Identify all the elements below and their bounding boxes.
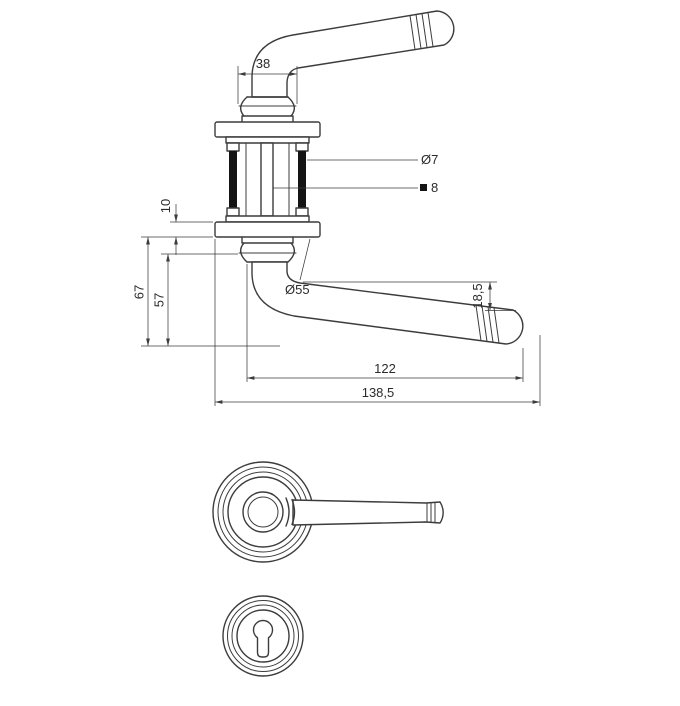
spindle xyxy=(260,142,274,217)
front-lever-collar xyxy=(285,497,296,527)
bottom-rose-plate xyxy=(214,221,321,238)
left-screw-bottom-cap xyxy=(226,207,240,217)
dimension-annotations: 38 Ø7 8 10 67 57 Ø55 xyxy=(132,56,541,406)
collar-bulge-left xyxy=(239,96,248,117)
left-screw-shaft xyxy=(229,151,237,208)
profile-cylinder-keyhole xyxy=(252,619,274,658)
dim-label-total-length: 138,5 xyxy=(362,385,395,400)
front-lever xyxy=(292,499,444,526)
dim-label-grip-length: 122 xyxy=(374,361,396,376)
square-section-symbol xyxy=(420,184,427,191)
top-rose-plate xyxy=(214,121,321,138)
dim-label-spindle-square: 8 xyxy=(431,180,438,195)
dim-label-rose-diameter: Ø55 xyxy=(285,282,310,297)
ext-line-neck-width xyxy=(237,66,298,104)
collar-bulge-right xyxy=(287,96,296,117)
escutcheon-view xyxy=(222,595,304,677)
ext-line-total-length xyxy=(214,239,541,406)
side-view: 38 Ø7 8 10 67 57 Ø55 xyxy=(132,10,541,406)
collar-bulge-right xyxy=(287,242,296,263)
bottom-rose-lip xyxy=(225,215,310,223)
top-rose-lip xyxy=(225,136,310,144)
dim-label-neck-width: 38 xyxy=(256,56,270,71)
leader-rose-diameter xyxy=(299,238,311,281)
upper-lever-grooves xyxy=(409,12,434,51)
dim-label-screw-diameter: Ø7 xyxy=(421,152,438,167)
dim-label-grip-offset: 57 xyxy=(152,293,167,307)
escutcheon-ring-inner xyxy=(236,609,290,663)
right-screw-top-cap xyxy=(295,142,309,152)
front-hub-outer xyxy=(242,491,284,533)
bore-lines xyxy=(245,142,290,217)
collar-base xyxy=(241,236,294,244)
dim-label-rose-height: 10 xyxy=(158,199,173,213)
mounting-hardware xyxy=(226,142,309,217)
front-view xyxy=(212,461,444,563)
ext-line-rose-height xyxy=(141,221,213,238)
lower-collar xyxy=(238,236,297,263)
collar-bulge-left xyxy=(239,242,248,263)
upper-collar xyxy=(238,96,297,123)
left-screw-top-cap xyxy=(226,142,240,152)
front-lever-grooves xyxy=(426,502,436,523)
collar-base xyxy=(241,115,294,123)
lower-lever-outline xyxy=(251,261,524,345)
right-screw-shaft xyxy=(298,151,306,208)
right-screw-bottom-cap xyxy=(295,207,309,217)
escutcheon-ring-3 xyxy=(231,604,295,668)
lower-lever-grooves xyxy=(475,304,500,344)
dim-label-handle-height: 67 xyxy=(132,285,147,299)
escutcheon-ring-outer xyxy=(222,595,304,677)
escutcheon-ring-2 xyxy=(227,600,299,672)
front-hub-inner xyxy=(247,496,279,528)
dim-label-handle-drop: 18,5 xyxy=(470,283,485,308)
